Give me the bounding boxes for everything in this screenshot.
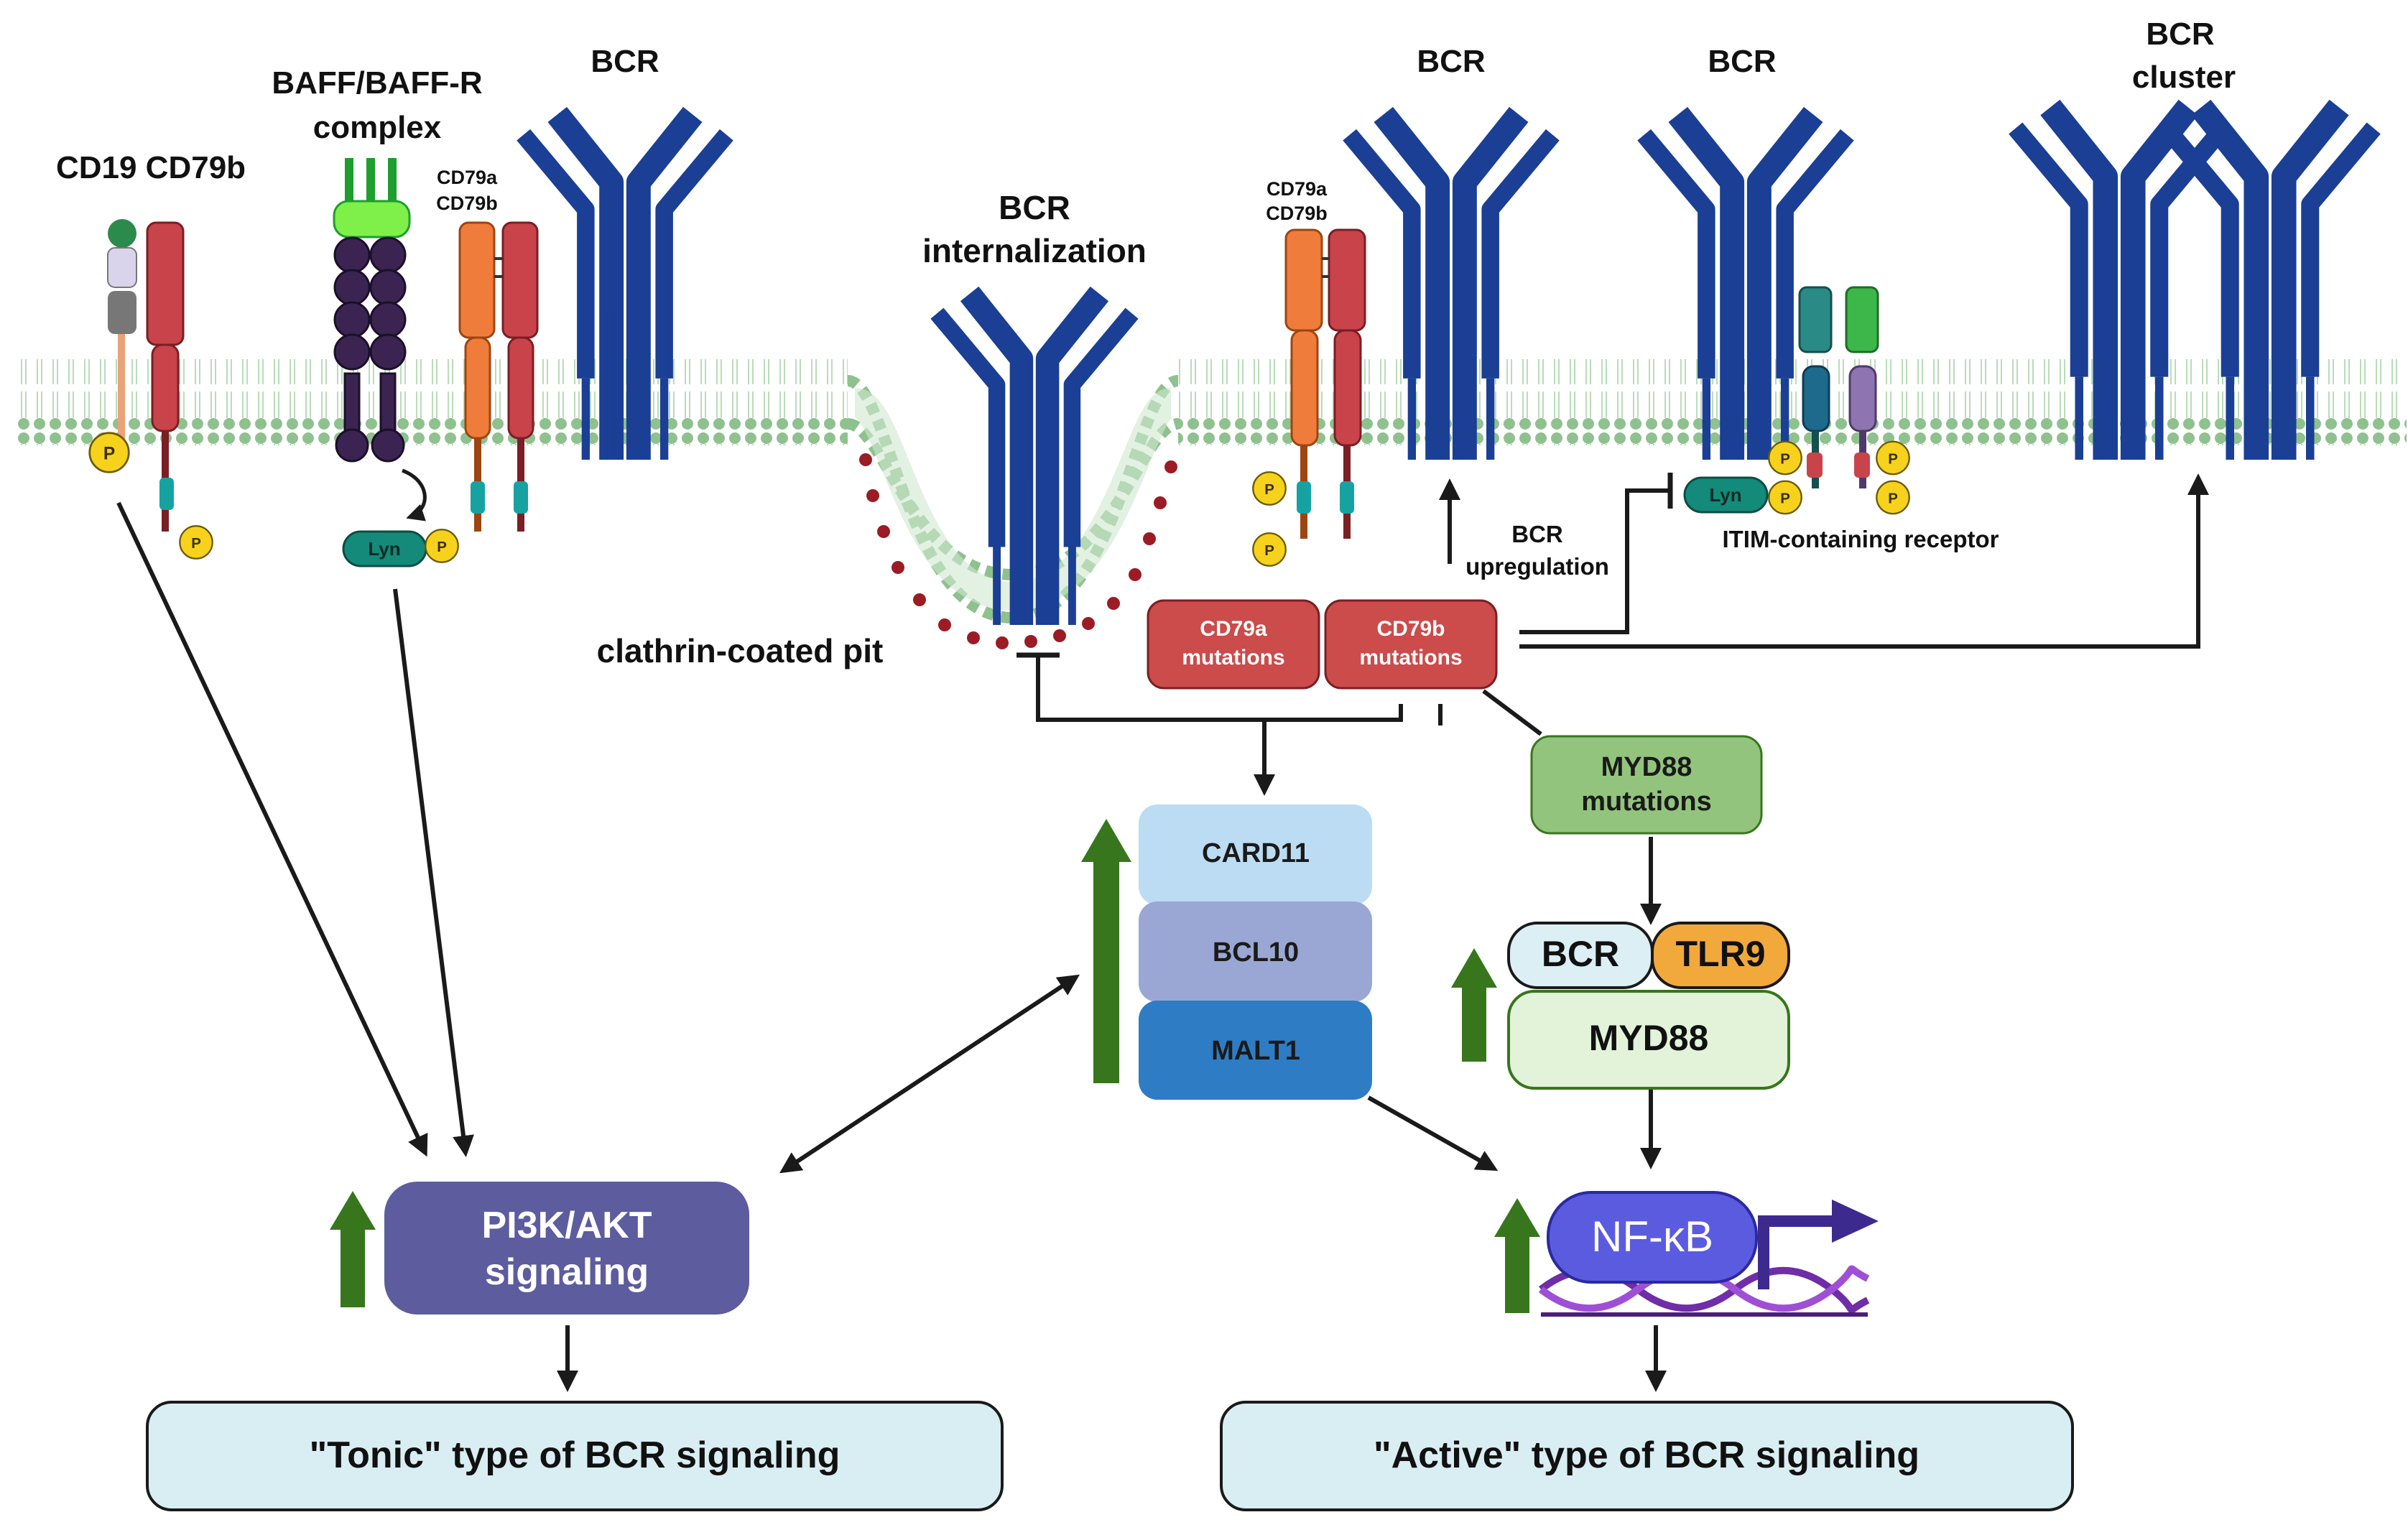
- my-t-bcr-complex: BCR TLR9 MYD88: [1507, 922, 1790, 1090]
- active-label: "Active" type of BCR signaling: [1374, 1434, 1920, 1476]
- itim-receptor: [1768, 286, 1910, 515]
- lyn-label-1: Lyn: [368, 538, 400, 560]
- nfkb-label: NF-κB: [1591, 1213, 1713, 1261]
- connector-arrows: [116, 473, 2209, 1392]
- cd79b-chain-1: [146, 221, 214, 560]
- cd79b-mutations-box: CD79b mutations: [1324, 599, 1498, 690]
- myd88-mutations-line1: MYD88: [1601, 752, 1692, 782]
- myd88-mutations-box: MYD88 mutations: [1530, 735, 1763, 835]
- active-signaling-box: "Active" type of BCR signaling: [1220, 1401, 2074, 1511]
- lyn-kinase-2: Lyn: [1683, 476, 1769, 514]
- cd79a-mutations-box: CD79a mutations: [1147, 599, 1320, 690]
- bcr-upregulation-line2: upregulation: [1465, 553, 1609, 580]
- cd19-cd79b-label: CD19 CD79b: [56, 150, 246, 185]
- clathrin-pit-label: clathrin-coated pit: [597, 632, 884, 669]
- cd19-complex: [88, 219, 137, 473]
- bcr-internalization-line2: internalization: [922, 232, 1147, 269]
- myd88-mutations-line2: mutations: [1581, 787, 1712, 817]
- cd79a-small-label-2: CD79a: [1266, 178, 1328, 200]
- cd79b-mutations-line2: mutations: [1359, 646, 1462, 669]
- itim-receptor-label: ITIM-containing receptor: [1722, 526, 1999, 552]
- cbm-complex: CARD11 BCL10 MALT1: [1139, 805, 1372, 1100]
- bcr-cluster-line2: cluster: [2132, 60, 2236, 95]
- cd79a-mutations-line2: mutations: [1182, 646, 1284, 669]
- bcr-cluster-line1: BCR: [2146, 17, 2214, 52]
- cd79a-cd79b-dimer-2: [1251, 228, 1366, 567]
- bcr-internalization-line1: BCR: [999, 189, 1070, 226]
- cd79a-cd79b-dimer-1: [458, 221, 539, 532]
- baff-label-line2: complex: [313, 110, 442, 145]
- baff-label-line1: BAFF/BAFF-R: [272, 65, 482, 101]
- cd79b-small-label-2: CD79b: [1266, 203, 1328, 224]
- pi3k-line2: signaling: [485, 1251, 649, 1293]
- malt1-label: MALT1: [1211, 1036, 1300, 1066]
- bcl10-label: BCL10: [1213, 937, 1299, 968]
- lyn-kinase-1: Lyn: [342, 528, 460, 567]
- bcr-label-3: BCR: [1708, 44, 1776, 79]
- pi3k-line1: PI3K/AKT: [482, 1205, 652, 1246]
- tlr9-box: [1651, 922, 1790, 989]
- cd79b-mutations-line1: CD79b: [1376, 617, 1445, 641]
- cd79a-small-label-1: CD79a: [437, 167, 498, 188]
- baff-baffr-complex: [333, 158, 427, 521]
- card11-box: [1139, 805, 1372, 905]
- bcr-label-2: BCR: [1417, 44, 1485, 79]
- cd79a-mutations-line1: CD79a: [1200, 617, 1267, 641]
- myd88-box: [1507, 990, 1790, 1090]
- tlr9-label: TLR9: [1676, 934, 1766, 974]
- bcr-box-label: BCR: [1542, 934, 1619, 974]
- bcr-label-1: BCR: [591, 44, 659, 79]
- malt1-box: [1139, 1001, 1372, 1100]
- upregulation-green-arrows: [330, 819, 1540, 1313]
- cell-membrane: [14, 359, 2407, 624]
- membrane-labels: CD19 CD79b BAFF/BAFF-R complex CD79a CD7…: [56, 17, 2236, 669]
- bcr-upregulation-line1: BCR: [1511, 521, 1563, 547]
- bcl10-box: [1139, 901, 1372, 1002]
- lyn-label-2: Lyn: [1709, 484, 1741, 506]
- myd88-label: MYD88: [1589, 1018, 1709, 1058]
- clathrin-dots: [859, 453, 1177, 649]
- nfkb-dna-group: NF-κB: [1538, 1191, 1879, 1317]
- cd79b-small-label-1: CD79b: [436, 193, 498, 214]
- tonic-signaling-box: "Tonic" type of BCR signaling: [146, 1401, 1004, 1511]
- card11-label: CARD11: [1202, 838, 1310, 868]
- pi3k-akt-box: PI3K/AKT signaling: [384, 1182, 749, 1315]
- tonic-label: "Tonic" type of BCR signaling: [310, 1434, 841, 1476]
